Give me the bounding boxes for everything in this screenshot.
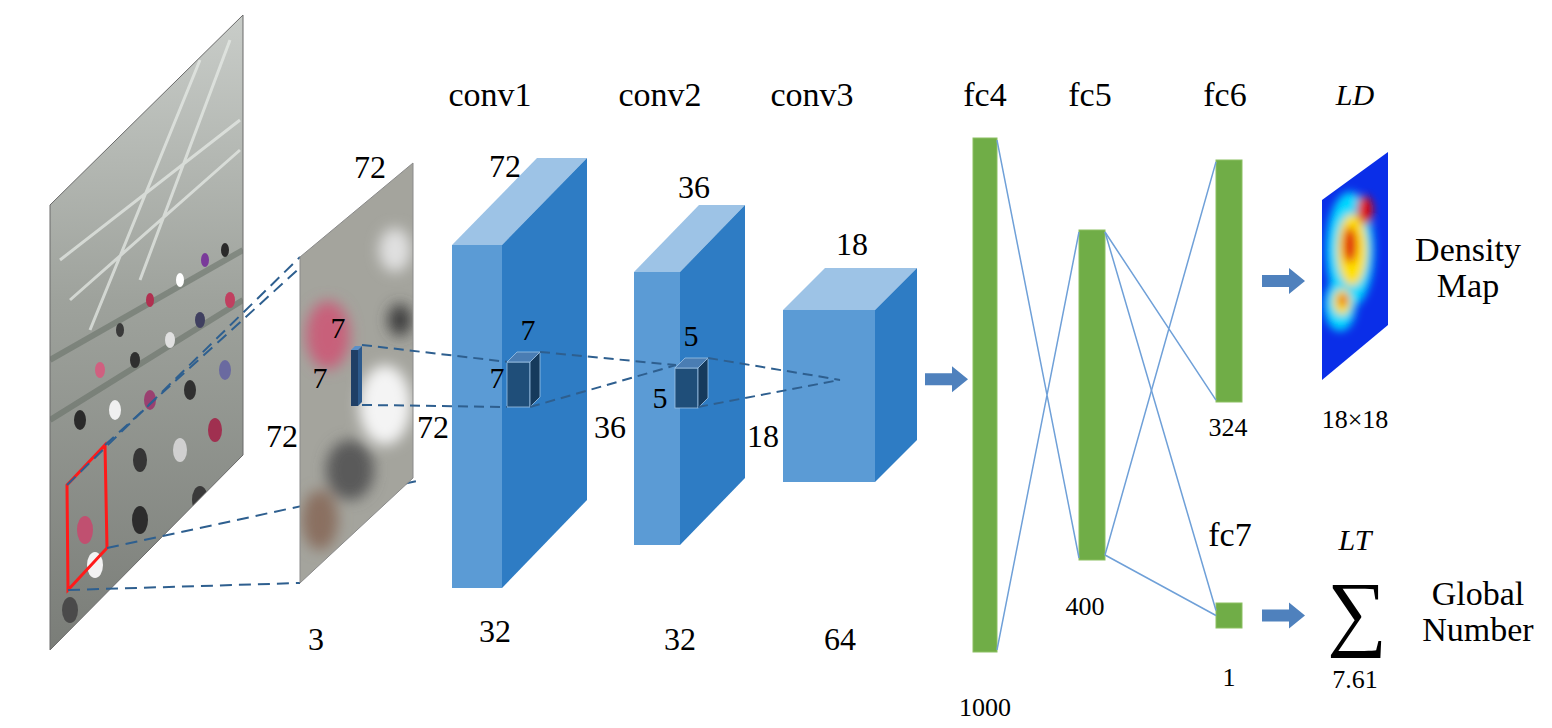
node-label: 36 xyxy=(678,171,710,205)
density-map: LDDensity Map18×18 xyxy=(1322,152,1388,380)
fc-connection xyxy=(1105,162,1216,555)
fc-layer-shape xyxy=(973,138,997,652)
kernel-size: 5 xyxy=(684,320,699,352)
node-label: 18 xyxy=(747,420,779,454)
fc-layer-shape xyxy=(1079,230,1105,560)
conv-layer: conv1727232 xyxy=(452,158,587,588)
kernel-size: 7 xyxy=(313,362,328,394)
node-label: 1000 xyxy=(959,694,1011,721)
node-label: 36 xyxy=(594,411,626,445)
node-label: ∑ xyxy=(1327,568,1387,656)
node-label: 72 xyxy=(266,420,298,454)
node-label: 400 xyxy=(1066,593,1105,620)
node-label: 64 xyxy=(824,623,856,657)
photo-frame xyxy=(50,15,243,650)
conv-layer-shape xyxy=(634,205,745,545)
flow-arrow xyxy=(1262,603,1305,629)
node-label: 18×18 xyxy=(1322,406,1389,433)
node-label: LT xyxy=(1339,524,1372,556)
kernel-size: 7 xyxy=(490,362,505,394)
node-label: 1 xyxy=(1223,664,1236,691)
node-label: Density Map xyxy=(1403,232,1533,303)
conv-layer: conv3181864 xyxy=(783,268,917,482)
kernel-size: 5 xyxy=(653,382,668,414)
sum-output: LT∑Global Number7.61 xyxy=(1322,575,1392,653)
node-label: fc4 xyxy=(963,77,1006,113)
node-label: fc6 xyxy=(1203,77,1246,113)
node-label: 72 xyxy=(417,411,449,445)
conv-layer-shape xyxy=(783,268,917,482)
node-label: Global Number xyxy=(1413,576,1543,647)
node-label: fc5 xyxy=(1068,77,1111,113)
kernel-size: 7 xyxy=(521,314,536,346)
crowd-photo xyxy=(50,15,243,650)
density-map-shape xyxy=(1322,152,1388,380)
fc-layer-shape xyxy=(1216,160,1242,402)
kernel-size: 7 xyxy=(331,312,346,344)
conv-layer: conv2363632 xyxy=(634,205,745,545)
conv-layer-shape xyxy=(452,158,587,588)
node-label: conv2 xyxy=(618,77,701,113)
fc-layer: fc6324 xyxy=(1216,160,1242,402)
fc-layer: fc41000 xyxy=(973,138,997,652)
node-label: fc7 xyxy=(1208,517,1251,553)
node-label: 3 xyxy=(308,623,324,657)
node-label: 18 xyxy=(836,228,868,262)
fc-layer: fc71 xyxy=(1216,603,1242,628)
node-label: 32 xyxy=(479,615,511,649)
node-label: conv3 xyxy=(770,77,853,113)
node-label: LD xyxy=(1336,79,1374,111)
node-label: 324 xyxy=(1209,414,1248,441)
flow-arrow xyxy=(925,366,968,392)
node-label: 32 xyxy=(664,623,696,657)
fc-layer: fc5400 xyxy=(1079,230,1105,560)
fc-connection xyxy=(1105,232,1216,616)
node-label: 72 xyxy=(489,150,521,184)
fc-layer-shape xyxy=(1216,603,1242,628)
node-label: 7.61 xyxy=(1332,666,1378,693)
node-label: conv1 xyxy=(448,77,531,113)
node-label: 72 xyxy=(354,151,386,185)
flow-arrow xyxy=(1262,268,1305,294)
fc-connection xyxy=(997,140,1079,650)
